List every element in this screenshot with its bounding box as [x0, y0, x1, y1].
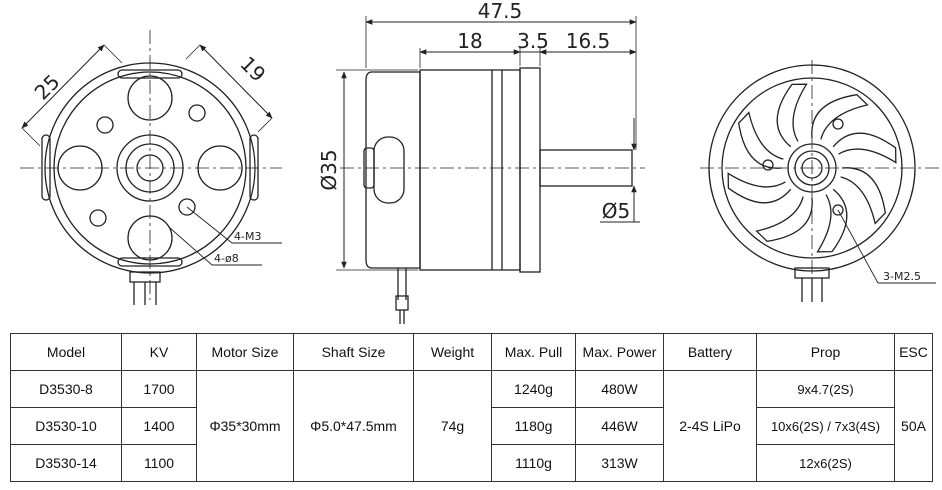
front-screw-3	[89, 209, 107, 227]
rear-blade	[776, 83, 808, 148]
header-battery: Battery	[663, 333, 757, 371]
cell-motor-size: Φ35*30mm	[196, 370, 294, 482]
side-dim-shaft-diameter: Ø5	[602, 199, 630, 223]
side-dim-shaft: 16.5	[566, 29, 611, 53]
callout-4-m3: 4-M3	[234, 230, 261, 243]
rear-screw-3	[832, 204, 844, 216]
cell-max-power: 313W	[575, 444, 664, 482]
side-flange	[519, 67, 541, 273]
side-dim-diameter: Ø35	[317, 149, 341, 190]
side-rear-slot	[373, 136, 405, 204]
cell-model: D3530-8	[10, 370, 122, 408]
header-weight: Weight	[413, 333, 492, 371]
callout-3-m2-5: 3-M2.5	[883, 270, 921, 283]
front-vent-bottom	[127, 215, 173, 261]
motor-drawing: 25 19 4-M3 4-ø8	[20, 0, 940, 324]
header-model: Model	[10, 333, 122, 371]
front-screw-1	[96, 116, 114, 134]
cell-shaft-size: Φ5.0*47.5mm	[293, 370, 414, 482]
front-view	[20, 30, 282, 305]
front-dim-19: 19	[235, 52, 270, 87]
callout-4-holes: 4-ø8	[214, 252, 239, 265]
front-hub	[116, 134, 184, 202]
rear-hub	[787, 143, 837, 193]
cell-prop: 9x4.7(2S)	[756, 370, 895, 408]
spec-table: Model KV Motor Size Shaft Size Weight Ma…	[10, 333, 933, 482]
side-dim-body: 18	[457, 29, 482, 53]
table-row: D3530-8 1700 Φ35*30mm Φ5.0*47.5mm 74g 12…	[10, 370, 933, 482]
side-dim-mid: 3.5	[517, 29, 549, 53]
front-vent-right	[197, 145, 243, 191]
front-outer-ring	[44, 62, 256, 274]
header-kv: KV	[121, 333, 197, 371]
cell-max-power: 480W	[575, 370, 664, 408]
header-max-pull: Max. Pull	[491, 333, 576, 371]
cell-max-power: 446W	[575, 407, 664, 445]
header-motor-size: Motor Size	[196, 333, 294, 371]
cell-kv: 1100	[121, 444, 197, 482]
header-esc: ESC	[894, 333, 933, 371]
front-vent-left	[57, 145, 103, 191]
rear-blade	[727, 172, 792, 204]
header-shaft-size: Shaft Size	[293, 333, 414, 371]
side-can	[419, 69, 521, 271]
header-prop: Prop	[756, 333, 895, 371]
cell-kv: 1700	[121, 370, 197, 408]
rear-view	[700, 60, 940, 302]
rear-blade	[832, 132, 897, 164]
cell-battery: 2-4S LiPo	[663, 370, 757, 482]
rear-screw-2	[832, 118, 844, 130]
rear-screw-1	[762, 159, 774, 171]
header-max-power: Max. Power	[575, 333, 664, 371]
cell-max-pull: 1240g	[491, 370, 576, 408]
front-vent-top	[127, 75, 173, 121]
cell-model: D3530-10	[10, 407, 122, 445]
rear-outer-ring	[708, 64, 916, 272]
table-row: D3530-10 1400 1180g 446W 10x6(2S) / 7x3(…	[10, 407, 933, 445]
cell-max-pull: 1110g	[491, 444, 576, 482]
front-screw-2	[188, 104, 206, 122]
cell-weight: 74g	[413, 370, 492, 482]
cell-kv: 1400	[121, 407, 197, 445]
front-screw-4	[178, 198, 196, 216]
cell-prop: 10x6(2S) / 7x3(4S)	[756, 407, 895, 445]
rear-blade	[840, 167, 887, 225]
cell-esc: 50A	[894, 370, 933, 482]
rear-blade	[816, 188, 848, 253]
cell-model: D3530-14	[10, 444, 122, 482]
side-dim-total: 47.5	[478, 0, 523, 23]
rear-blade	[811, 93, 869, 140]
side-view	[336, 16, 645, 324]
rear-blade	[755, 196, 813, 243]
table-row: D3530-14 1100 1110g 313W 12x6(2S)	[10, 444, 933, 482]
cell-prop: 12x6(2S)	[756, 444, 895, 482]
side-rear-part	[365, 71, 421, 269]
table-header-row: Model KV Motor Size Shaft Size Weight Ma…	[10, 333, 933, 371]
front-dim-25: 25	[30, 70, 65, 105]
cell-max-pull: 1180g	[491, 407, 576, 445]
